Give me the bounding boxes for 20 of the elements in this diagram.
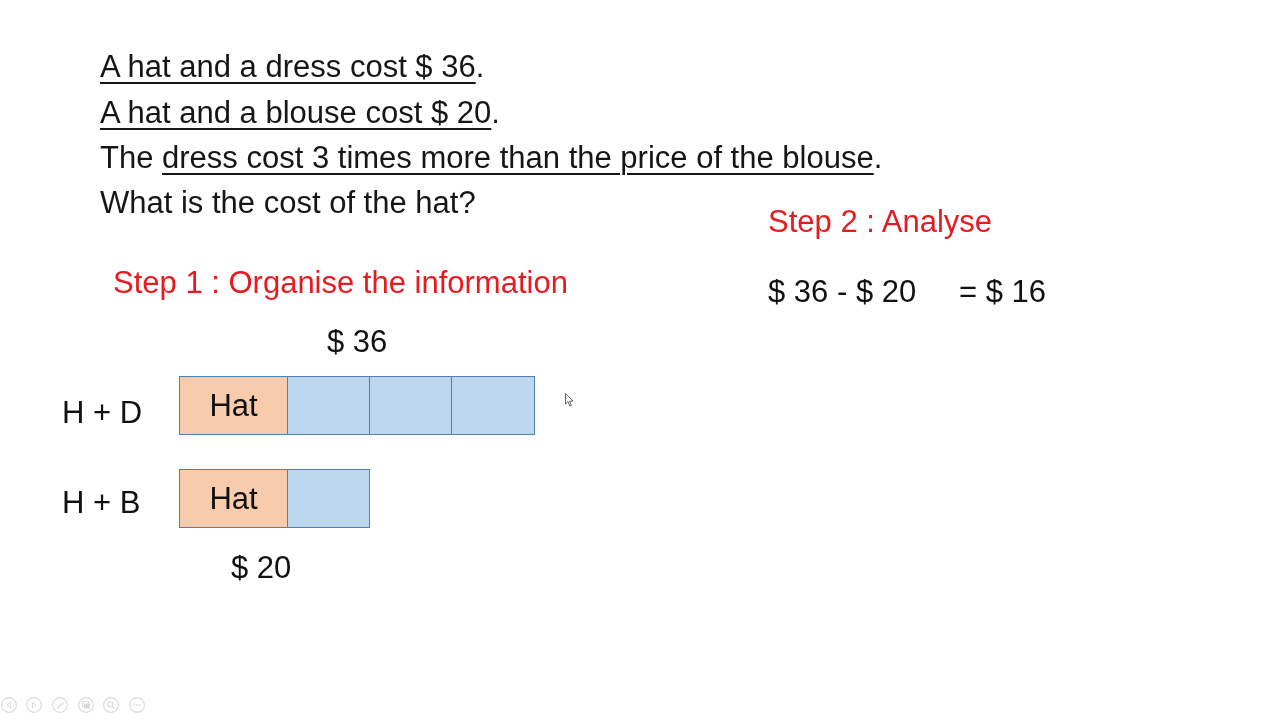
bar-segment bbox=[369, 376, 452, 435]
bar-segment bbox=[287, 376, 370, 435]
row-label: H + D bbox=[62, 395, 143, 431]
question-text: What is the cost of the hat? bbox=[100, 184, 476, 222]
row-label: H + B bbox=[62, 485, 141, 521]
question-text: The dress cost 3 times more than the price of the blouse. bbox=[100, 139, 883, 177]
step-heading: Step 2 : Analyse bbox=[768, 204, 993, 240]
bar-segment bbox=[451, 376, 535, 435]
equation-text: $ 36 - $ 20 bbox=[768, 274, 917, 310]
bar-label: Hat bbox=[209, 480, 258, 517]
step-heading: Step 1 : Organise the information bbox=[113, 265, 568, 301]
question-text: A hat and a blouse cost $ 20. bbox=[100, 94, 500, 132]
bar-segment bbox=[179, 376, 288, 435]
bar-segment bbox=[287, 469, 370, 528]
amount-label: $ 20 bbox=[231, 550, 292, 586]
question-text: A hat and a dress cost $ 36. bbox=[100, 48, 485, 86]
amount-label: $ 36 bbox=[327, 324, 388, 360]
bar-segment bbox=[179, 469, 288, 528]
bar-label: Hat bbox=[209, 387, 258, 424]
equation-text: = $ 16 bbox=[959, 274, 1047, 310]
